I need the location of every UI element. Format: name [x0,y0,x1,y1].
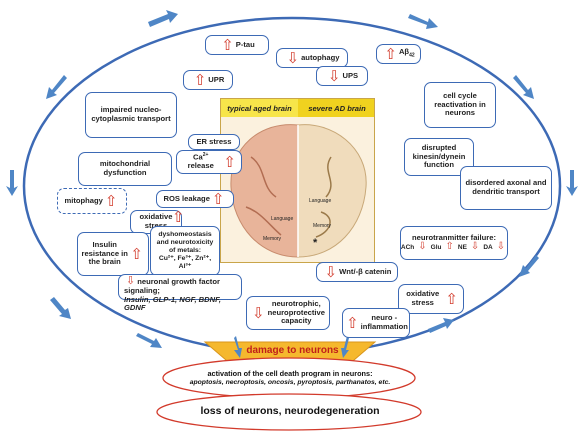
up-arrow-icon: ⇧ [104,192,118,210]
caption-typical-aged-brain: typical aged brain [221,99,298,117]
up-arrow-icon: ⇧ [223,153,236,171]
damage-to-neurons-label: damage to neurons [246,345,339,356]
up-arrow-icon: ⇧ [193,71,207,89]
insulin-resistance-box: Insulin resistance in the brain ⇧ [77,232,149,276]
nucleo-cytoplasmic-box: impaired nucleo-cytoplasmic transport [85,92,177,138]
up-arrow-icon: ⇧ [211,190,225,208]
mitochondrial-dysfunction-box: mitochondrial dysfunction [78,152,172,186]
ups-label: UPS [342,70,359,80]
er-stress-box: ER stress [188,134,240,150]
asterisk-mark: * [313,237,318,249]
ups-box: ⇩ UPS [316,66,368,86]
up-arrow-icon: ⇧ [384,45,397,63]
wnt-catenin-box: ⇩ Wnt/-β catenin [316,262,398,282]
metal-dyshomeostasis-box: dyshomeostasis and neurotoxicity of meta… [150,226,220,276]
label-language-left: Language [271,216,294,222]
brain-image-panel: typical aged brain severe AD brain Langu… [220,98,375,263]
ca-release-label: Ca2+ release [187,152,214,171]
label-language-right: Language [309,198,332,204]
up-arrow-icon: ⇧ [445,290,458,308]
upr-label: UPR [208,74,225,84]
down-arrow-icon: ⇩ [286,49,300,67]
cell-cycle-box: cell cycle reactivation in neurons [424,82,496,128]
autophagy-box: ⇩ autophagy [276,48,348,68]
loss-of-neurons-label: loss of neurons, neurodegeneration [200,405,380,417]
down-arrow-icon: ⇩ [126,275,136,287]
outer-arrows [6,10,578,348]
down-arrow-icon: ⇩ [252,304,265,322]
neurotrophic-capacity-box: ⇩ neurotrophic, neuroprotective capacity [246,296,330,330]
brain-illustration [221,117,374,262]
oxidative-stress-right-box: oxidative stress ⇧ [398,284,464,314]
mitophagy-box: mitophagy ⇧ [57,188,127,214]
neurotransmitter-failure-box: neurotranmitter failure: ACh⇩ Glu⇧ NE⇩ D… [400,226,508,260]
cell-death-title: activation of the cell death program in … [207,369,373,378]
caption-severe-ad-brain: severe AD brain [298,99,374,117]
cell-death-list: apoptosis, necroptosis, oncosis, pyropto… [189,379,391,386]
abeta-label: Aβ42 [398,47,415,59]
up-arrow-icon: ⇧ [130,245,143,263]
ca-release-box: Ca2+ release ⇧ [176,150,242,174]
axonal-transport-box: disordered axonal and dendritic transpor… [460,166,552,210]
abeta-box: ⇧ Aβ42 [376,44,421,64]
neuroinflammation-box: ⇧ neuro - inflammation [342,308,410,338]
ptau-box: ⇧ P-tau [205,35,269,55]
funnel-arrows [234,336,349,358]
ros-leakage-box: ROS leakage ⇧ [156,190,234,208]
up-arrow-icon: ⇧ [221,36,234,54]
down-arrow-icon: ⇩ [324,263,338,281]
up-arrow-icon: ⇧ [346,314,359,332]
down-arrow-icon: ⇩ [327,67,341,85]
growth-factor-signaling-box: ⇩neuronal growth factor signaling; Insul… [118,274,242,312]
autophagy-label: autophagy [301,52,340,62]
ptau-label: P-tau [235,39,255,49]
label-memory-left: Memory [263,236,282,242]
up-arrow-icon: ⇧ [172,209,185,226]
upr-box: ⇧ UPR [183,70,233,90]
label-memory-right: Memory [313,223,332,229]
